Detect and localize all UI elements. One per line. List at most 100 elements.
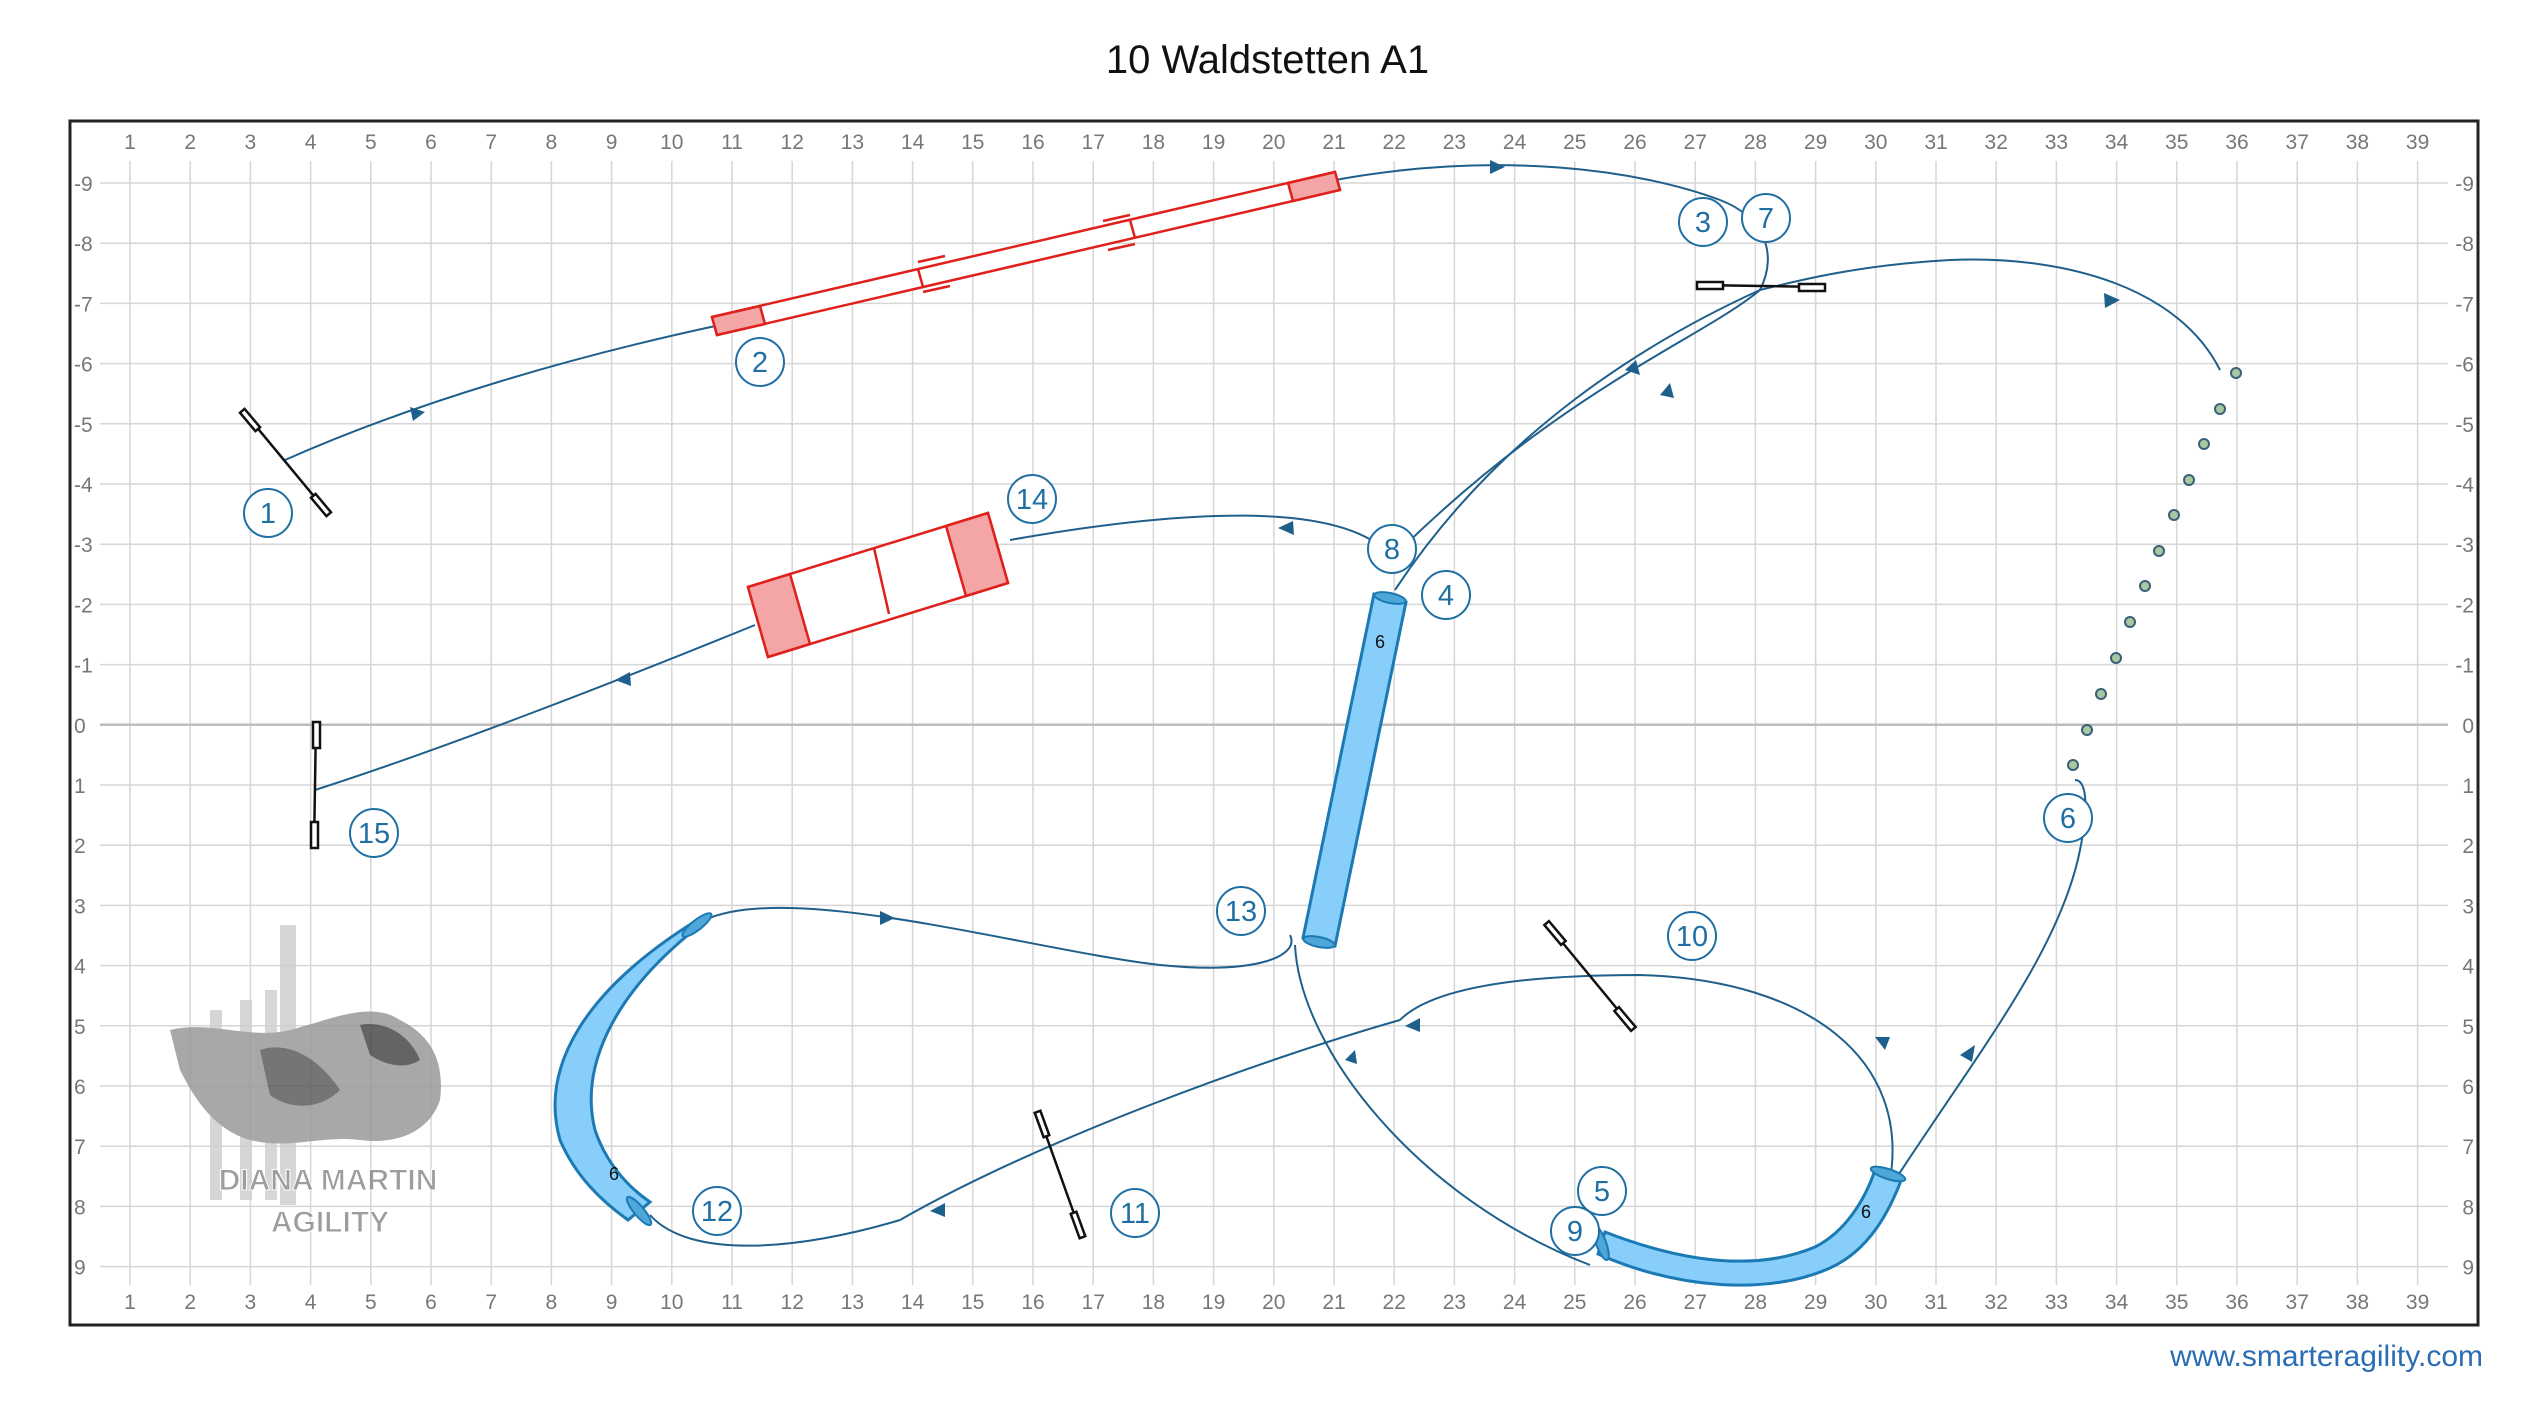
obstacle-number-label: 12 xyxy=(701,1196,733,1228)
arrow-icon xyxy=(1405,1018,1420,1032)
x-tick-label-top: 37 xyxy=(2286,131,2309,154)
y-tick-label-right: -9 xyxy=(2455,173,2474,196)
obstacle-number-label: 10 xyxy=(1676,921,1708,953)
x-tick-label-bottom: 11 xyxy=(721,1291,743,1314)
y-tick-label-right: -4 xyxy=(2455,474,2474,497)
x-tick-label-bottom: 28 xyxy=(1744,1291,1767,1314)
y-tick-label-right: 1 xyxy=(2462,775,2474,798)
y-tick-label-right: -8 xyxy=(2455,233,2474,256)
path-11-12 xyxy=(649,1214,901,1247)
x-tick-label-top: 31 xyxy=(1924,131,1947,154)
x-tick-label-bottom: 16 xyxy=(1021,1291,1044,1314)
path-12-13 xyxy=(704,906,1293,969)
path-5-6 xyxy=(1894,779,2087,1181)
y-tick-label-left: 5 xyxy=(74,1016,86,1039)
y-tick-label-left: -4 xyxy=(74,474,93,497)
arrow-icon xyxy=(1345,1050,1357,1064)
watermark: DIANA MARTIN AGILITY xyxy=(170,925,441,1240)
x-tick-label-bottom: 10 xyxy=(660,1291,683,1314)
x-tick-label-bottom: 29 xyxy=(1804,1291,1827,1314)
x-tick-label-top: 6 xyxy=(425,131,437,154)
x-tick-label-bottom: 33 xyxy=(2045,1291,2068,1314)
y-tick-label-left: -6 xyxy=(74,354,93,377)
x-tick-label-top: 23 xyxy=(1443,131,1466,154)
tunnel-4-13: 6 xyxy=(1301,591,1408,949)
x-tick-label-top: 8 xyxy=(546,131,558,154)
y-tick-label-right: 4 xyxy=(2462,956,2474,979)
watermark-line1: DIANA MARTIN xyxy=(219,1164,438,1197)
x-tick-label-top: 17 xyxy=(1082,131,1105,154)
obstacle-number-2: 2 xyxy=(735,337,785,387)
tunnel-12: 6 xyxy=(553,912,713,1227)
x-tick-label-bottom: 19 xyxy=(1202,1291,1225,1314)
x-tick-label-top: 16 xyxy=(1021,131,1044,154)
arrow-icon xyxy=(1625,360,1640,375)
obstacle-number-label: 15 xyxy=(358,818,390,850)
obstacle-number-7: 7 xyxy=(1741,193,1791,243)
watermark-dog-icon xyxy=(170,925,441,1205)
path-2-3 xyxy=(1334,164,1769,291)
x-tick-label-bottom: 14 xyxy=(901,1291,925,1314)
x-tick-label-top: 2 xyxy=(184,131,196,154)
x-tick-label-bottom: 8 xyxy=(546,1291,558,1314)
field-border xyxy=(68,119,2480,1327)
x-tick-label-top: 20 xyxy=(1262,131,1285,154)
y-tick-label-right: -6 xyxy=(2455,354,2474,377)
obstacle-number-label: 2 xyxy=(752,347,768,379)
y-tick-label-left: 9 xyxy=(74,1257,86,1280)
obstacle-number-5: 5 xyxy=(1577,1166,1627,1216)
y-tick-label-right: 8 xyxy=(2462,1196,2474,1219)
x-tick-label-bottom: 5 xyxy=(365,1291,377,1314)
aframe xyxy=(746,511,1010,659)
y-tick-label-left: -1 xyxy=(74,655,93,678)
y-tick-label-right: -1 xyxy=(2455,655,2474,678)
arrow-icon xyxy=(410,407,425,421)
x-tick-label-bottom: 12 xyxy=(781,1291,804,1314)
obstacle-number-label: 3 xyxy=(1695,207,1711,239)
axis-labels: 1122334455667788991010111112121313141415… xyxy=(74,131,2474,1314)
x-tick-label-bottom: 30 xyxy=(1864,1291,1887,1314)
x-tick-label-top: 22 xyxy=(1383,131,1406,154)
y-tick-label-right: 2 xyxy=(2462,835,2474,858)
path-7-8 xyxy=(1389,289,1761,561)
x-tick-label-bottom: 17 xyxy=(1082,1291,1105,1314)
x-tick-label-top: 32 xyxy=(1985,131,2008,154)
x-tick-label-top: 29 xyxy=(1804,131,1827,154)
footer-url[interactable]: www.smarteragility.com xyxy=(2170,1340,2483,1373)
jump-1 xyxy=(238,407,333,518)
tunnel-size-label: 6 xyxy=(1375,632,1385,652)
x-tick-label-top: 30 xyxy=(1864,131,1887,154)
x-tick-label-bottom: 35 xyxy=(2165,1291,2188,1314)
path-1-2 xyxy=(284,324,721,461)
y-tick-label-left: 1 xyxy=(74,775,86,798)
obstacle-number-label: 4 xyxy=(1438,580,1454,612)
arrow-icon xyxy=(1278,521,1294,535)
y-tick-label-left: 3 xyxy=(74,895,86,918)
arrow-icon xyxy=(1490,160,1505,174)
x-tick-label-top: 5 xyxy=(365,131,377,154)
x-tick-label-top: 1 xyxy=(124,131,136,154)
x-tick-label-bottom: 18 xyxy=(1142,1291,1165,1314)
x-tick-label-bottom: 31 xyxy=(1924,1291,1947,1314)
obstacle-number-15: 15 xyxy=(349,808,399,858)
obstacle-number-label: 11 xyxy=(1120,1198,1150,1230)
x-tick-label-top: 14 xyxy=(901,131,925,154)
x-tick-label-bottom: 20 xyxy=(1262,1291,1285,1314)
x-tick-label-top: 11 xyxy=(721,131,743,154)
obstacle-number-label: 13 xyxy=(1225,896,1257,928)
y-tick-label-left: 8 xyxy=(74,1196,86,1219)
y-tick-label-left: 4 xyxy=(74,956,86,979)
obstacle-number-6: 6 xyxy=(2043,793,2093,843)
tunnel-5-9: 6 xyxy=(1592,1165,1907,1287)
x-tick-label-bottom: 23 xyxy=(1443,1291,1466,1314)
obstacle-number-label: 8 xyxy=(1384,534,1400,566)
x-tick-label-bottom: 6 xyxy=(425,1291,437,1314)
obstacle-number-14: 14 xyxy=(1007,474,1057,524)
y-tick-label-left: -5 xyxy=(74,414,93,437)
jump-3-7 xyxy=(1695,280,1827,293)
obstacle-number-label: 9 xyxy=(1567,1216,1583,1248)
y-tick-label-left: -2 xyxy=(74,594,93,617)
arrow-icon xyxy=(930,1203,945,1217)
x-tick-label-bottom: 27 xyxy=(1684,1291,1707,1314)
x-tick-label-top: 7 xyxy=(485,131,497,154)
